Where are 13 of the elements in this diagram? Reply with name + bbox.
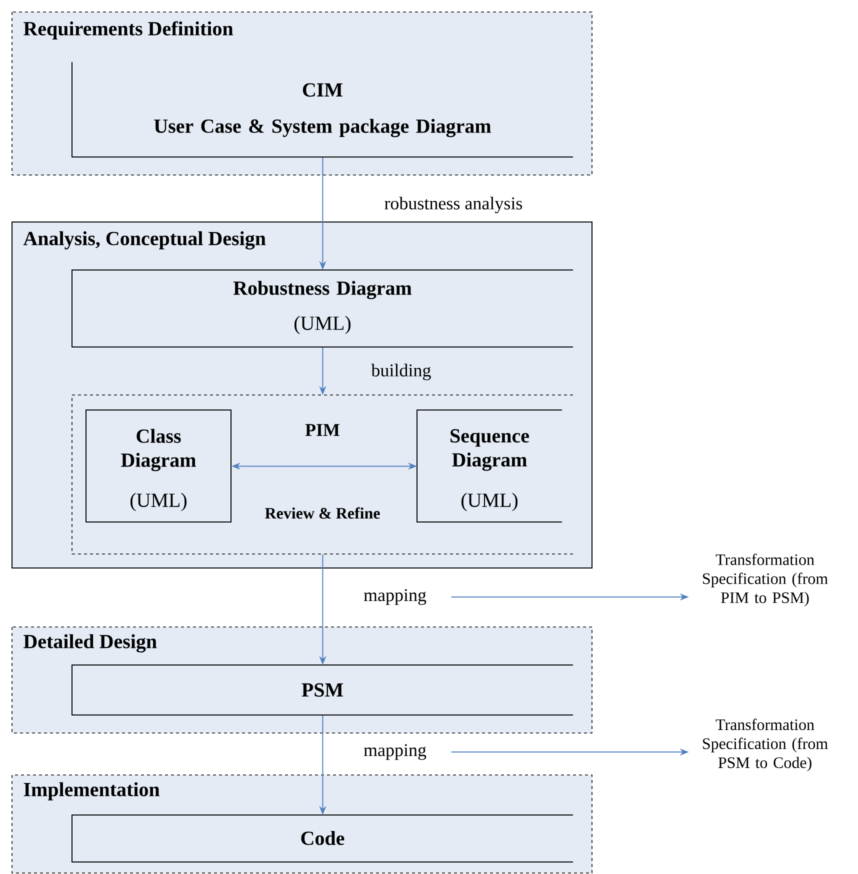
diagram-box: CIM User Case & System package Diagram (72, 62, 574, 158)
model-box: Code (72, 814, 574, 862)
edge-label: Review & Refine (264, 506, 382, 520)
edge-label: building (370, 362, 432, 382)
annotation-text: Transformation Specification (from PSM to Code) (703, 718, 828, 772)
edge-label: robustness analysis (383, 196, 524, 214)
model-box: PSM (72, 664, 574, 716)
diagram-box: Sequence Diagram (UML) (416, 410, 562, 522)
diagram-box: Robustness Diagram (UML) (72, 270, 574, 348)
annotation-text: Transformation Specification (from PIM to PSM) (703, 554, 828, 606)
label-text: mapping (364, 744, 426, 760)
label-text: mapping (364, 589, 426, 605)
diagram-box: Class Diagram (UML) (86, 410, 232, 522)
